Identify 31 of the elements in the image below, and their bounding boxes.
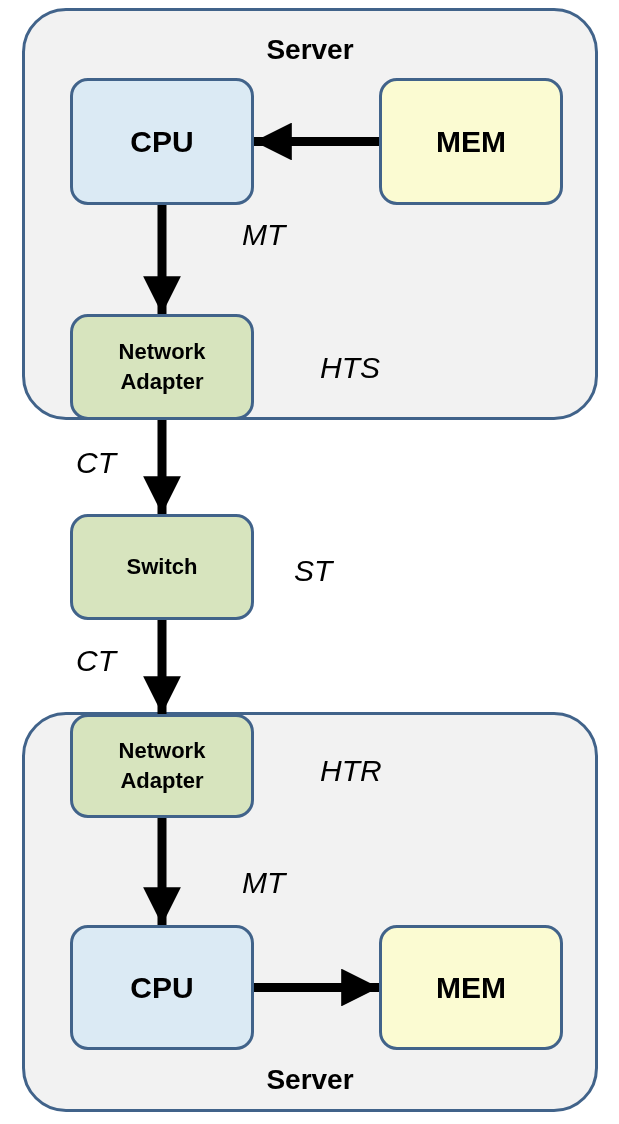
component-box (70, 514, 254, 620)
edge-label: MT (242, 217, 286, 253)
component-label: Network Adapter (117, 338, 207, 396)
component-box (379, 78, 563, 205)
node-annotation: ST (294, 553, 333, 589)
arrow (143, 205, 181, 314)
server-container (22, 8, 598, 420)
arrow (143, 620, 181, 714)
component-label: Network Adapter (117, 737, 207, 795)
server-container (22, 712, 598, 1112)
component-box (70, 314, 254, 420)
arrow (254, 968, 379, 1007)
component-label: CPU (129, 124, 195, 160)
arrow (254, 122, 379, 161)
node-annotation: HTS (320, 350, 380, 386)
edge-label: MT (242, 865, 286, 901)
component-label: Switch (125, 553, 199, 582)
component-label: MEM (435, 970, 507, 1006)
component-box (379, 925, 563, 1050)
node-annotation: HTR (320, 753, 382, 789)
edge-label: CT (76, 643, 116, 679)
component-box (70, 78, 254, 205)
container-title: Server (266, 33, 354, 67)
component-label: CPU (129, 970, 195, 1006)
arrow (143, 818, 181, 925)
component-label: MEM (435, 124, 507, 160)
component-box (70, 714, 254, 818)
component-box (70, 925, 254, 1050)
edge-label: CT (76, 445, 116, 481)
container-title: Server (266, 1063, 354, 1097)
arrow (143, 420, 181, 514)
